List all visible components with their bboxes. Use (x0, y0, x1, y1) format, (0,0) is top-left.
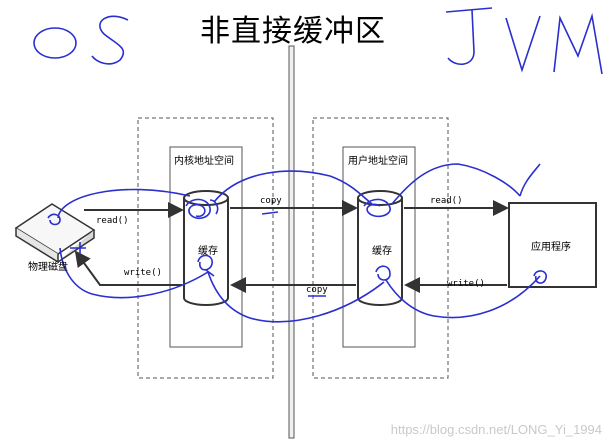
copy-top-label: copy (260, 196, 282, 206)
scribble-kernel-bottom (197, 254, 215, 277)
read-left-label: read() (96, 216, 129, 226)
flow-user-to-app (391, 163, 521, 205)
kernel-dashed-box (137, 117, 274, 379)
diagram-title: 非直接缓冲区 (200, 14, 386, 49)
scribble-app (533, 270, 547, 284)
scribble-kernel-top (185, 198, 219, 220)
divider-bar (288, 45, 295, 439)
kernel-cache-cylinder (183, 190, 229, 306)
write-left-label: write() (124, 268, 162, 278)
handwritten-v (505, 15, 541, 73)
app-label: 应用程序 (531, 242, 571, 253)
app-box (508, 202, 597, 288)
handwritten-o (33, 27, 77, 59)
handwritten-s (91, 15, 129, 65)
user-dashed-box (312, 117, 449, 379)
copy-underline-top (261, 211, 279, 215)
flow-disk-to-kernel (57, 188, 191, 219)
scribble-disk (47, 213, 61, 226)
kernel-space-label: 内核地址空间 (174, 156, 234, 167)
handwritten-j (445, 7, 493, 65)
flow-kernel-to-disk (59, 247, 209, 299)
kernel-cache-label: 缓存 (198, 246, 218, 257)
flow-app-tick (519, 163, 541, 197)
write-right-label: write() (447, 279, 485, 289)
scribble-user-bottom (375, 265, 391, 281)
flow-app-to-user (385, 275, 541, 319)
handwritten-m (553, 12, 603, 75)
user-space-label: 用户地址空间 (348, 156, 408, 167)
user-space-box (342, 146, 416, 348)
arrow-write-left (74, 250, 182, 286)
flow-kernel-to-user (213, 170, 373, 205)
plus-mark (70, 242, 86, 254)
kernel-space-box (169, 146, 243, 348)
flow-user-to-kernel (207, 271, 385, 323)
copy-bottom-label: copy (306, 285, 328, 295)
user-cache-label: 缓存 (372, 246, 392, 257)
scribble-user-top (363, 198, 391, 218)
handwritten-annotations (33, 7, 603, 323)
disk-icon (14, 203, 96, 264)
read-right-label: read() (430, 196, 463, 206)
watermark: https://blog.csdn.net/LONG_Yi_1994 (390, 422, 602, 437)
disk-label: 物理磁盘 (28, 262, 68, 273)
